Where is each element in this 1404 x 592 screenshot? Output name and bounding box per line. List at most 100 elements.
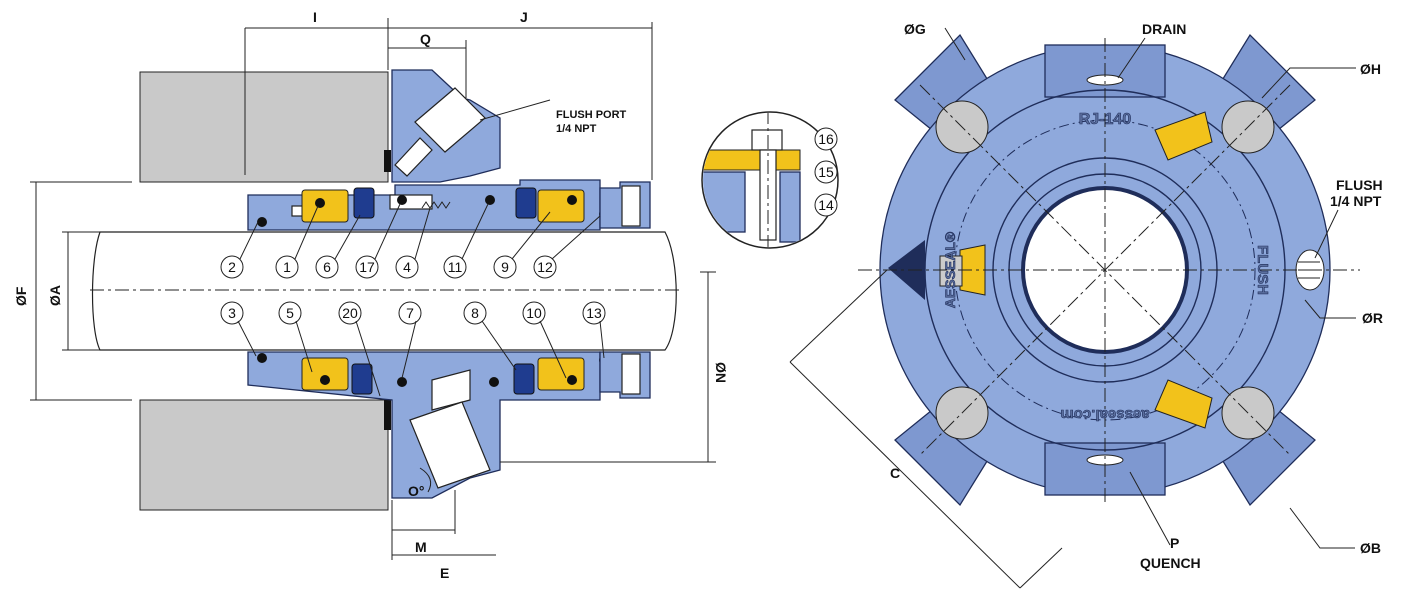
balloon-circle [220,255,244,279]
setting-clip-bottom [1154,379,1213,429]
balloon-circle [395,255,419,279]
end-view: RJ-140 FLUSH AESSEAL® aesseal.com ØG DRA… [789,21,1383,589]
dim-label-a: ØA [47,285,63,306]
gasket-top [384,150,391,172]
label-drain: DRAIN [1142,21,1186,37]
balloon-circle [338,301,362,325]
rotary-face-10-bottom [537,357,585,391]
emboss-model: RJ-140 [1079,111,1132,128]
gasket-bottom [384,400,391,430]
balloon-label: 5 [286,305,294,321]
label-r: ØR [1362,310,1383,326]
detail-spacer [703,149,801,171]
section-view: I J Q ØF ØA ØN M E O° FLUSH PORT 1/4 NPT… [13,9,729,581]
o-ring-6-bottom [351,363,373,395]
o-ring-3 [257,353,267,363]
wedge-left [888,240,925,300]
detail-screw-head [751,129,783,151]
label-c: C [890,465,900,481]
balloon-circle [814,193,838,217]
balloon-label: 8 [471,305,479,321]
o-ring-10 [567,375,577,385]
balloon-circle [315,255,339,279]
dim-line-c [789,361,1021,589]
balloon-circle [463,301,487,325]
detail-clip [779,171,801,243]
balloon-label: 4 [403,259,411,275]
label-b: ØB [1360,540,1381,556]
balloon-label: 10 [526,305,542,321]
balloon-label: 17 [359,259,375,275]
balloon-circle [278,301,302,325]
balloon-group-bottom: 3 5 20 7 8 10 13 [220,301,606,325]
flush-port-label-1: FLUSH PORT [556,109,627,121]
balloon-label: 6 [323,259,331,275]
dim-label-e: E [440,565,449,581]
balloon-group-top: 2 1 6 17 4 11 9 12 [220,255,557,279]
dim-label-j: J [520,9,528,25]
balloon-circle [582,301,606,325]
rotary-face-9-top [537,189,585,223]
label-h: ØH [1360,61,1381,77]
balloon-label: 12 [537,259,553,275]
end-view-leaders [944,27,1356,549]
collar-bore-top [621,185,641,227]
o-ring-6-top [353,187,375,219]
label-quench: QUENCH [1140,555,1201,571]
balloon-label: 2 [228,259,236,275]
rotary-face-bottom [301,357,349,391]
dim-label-f: ØF [13,286,29,306]
balloon-label: 14 [818,197,834,213]
balloon-label: 9 [501,259,509,275]
balloon-circle [443,255,467,279]
balloon-circle [814,160,838,184]
o-ring-2 [257,217,267,227]
o-ring-9-top [567,195,577,205]
emboss-url: aesseal.com [1060,406,1149,423]
balloon-label: 16 [818,131,834,147]
dim-label-o: O° [408,483,425,499]
o-ring-5 [320,375,330,385]
o-ring-11-bottom [489,377,499,387]
emboss-flush: FLUSH [1254,245,1271,295]
balloon-circle [275,255,299,279]
stuffing-box-bottom [139,399,389,511]
balloon-circle [814,127,838,151]
shaft [91,231,677,351]
dim-ext-c-2 [1019,547,1063,589]
balloon-label: 3 [228,305,236,321]
spring-top [421,201,451,209]
balloon-circle [533,255,557,279]
balloon-leaders-bottom [237,320,605,397]
label-flush-1: FLUSH [1336,177,1383,193]
label-p: P [1170,535,1179,551]
balloon-circle [398,301,422,325]
balloon-label: 11 [448,259,463,275]
balloon-circle [220,301,244,325]
o-ring-1-top [315,198,325,208]
balloon-label: 13 [586,305,602,321]
flush-port-bore [414,87,486,153]
emboss-brand: AESSEAL® [942,231,958,308]
setting-clip-top [1154,111,1213,161]
balloon-circle [355,255,379,279]
o-ring-7 [397,377,407,387]
angle-arc-o [419,467,432,493]
flush-port-label-2: 1/4 NPT [556,123,597,135]
o-ring-8-top [515,187,537,219]
balloon-label: 20 [342,305,358,321]
o-ring-11-top [485,195,495,205]
balloon-label: 1 [283,259,291,275]
stuffing-box-top [139,71,389,183]
o-ring-17-top [397,195,407,205]
dim-ext-c-1 [789,269,888,363]
balloon-circle [493,255,517,279]
dim-label-m: M [415,539,427,555]
balloon-leaders-top [239,203,601,260]
label-g: ØG [904,21,926,37]
dim-label-q: Q [420,31,431,47]
quench-port-bore [409,401,491,489]
dim-label-n: ØN [713,362,729,383]
flush-port-passage [394,137,433,177]
